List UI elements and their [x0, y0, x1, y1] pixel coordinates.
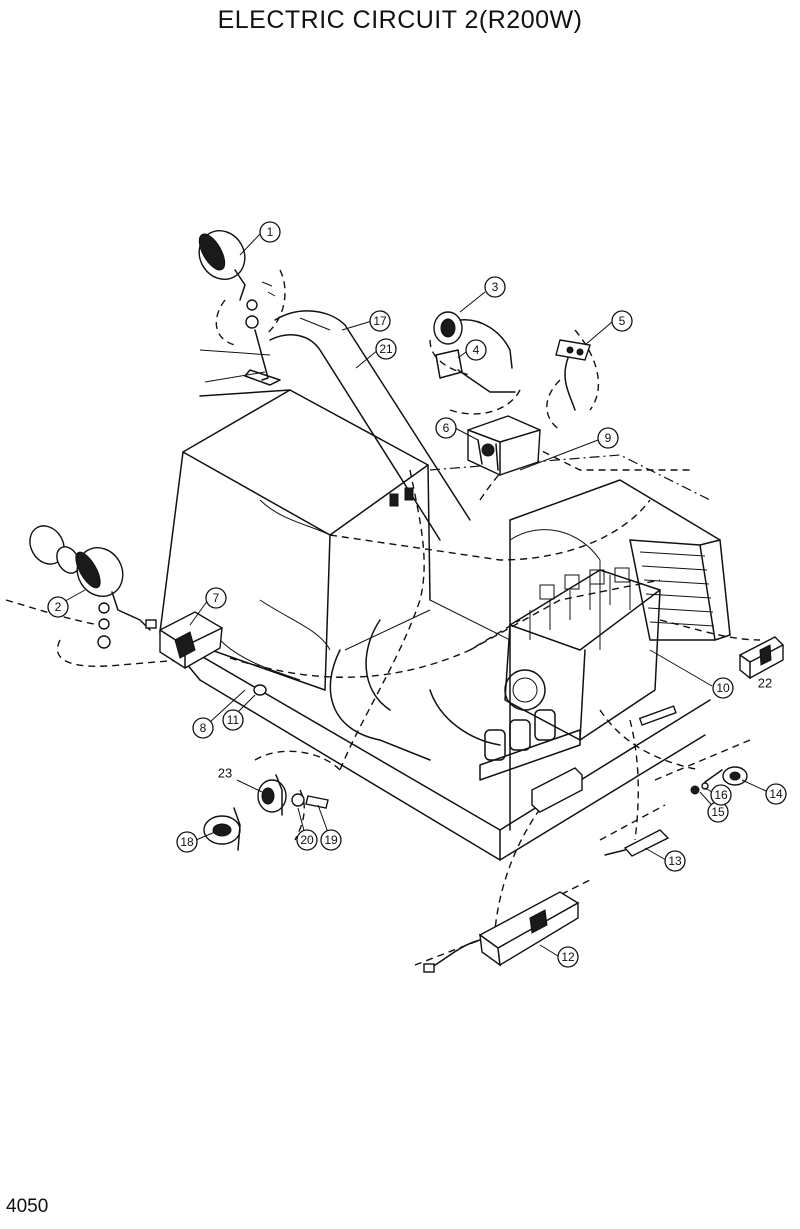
lamp-11-component	[253, 684, 267, 696]
callout-circle	[765, 783, 787, 805]
callout-number: 9	[605, 431, 612, 445]
callout-number: 8	[200, 721, 207, 735]
callout-number: 5	[619, 314, 626, 328]
connector-plate-component	[555, 339, 591, 411]
callout-23: 23	[218, 766, 232, 781]
callout-3: 3	[484, 276, 506, 298]
callout-circle	[465, 339, 487, 361]
callout-11: 11	[222, 709, 244, 731]
callout-circle	[557, 946, 579, 968]
callout-circle	[712, 677, 734, 699]
callout-1: 1	[259, 221, 281, 243]
callout-14: 14	[765, 783, 787, 805]
head-lamp-component	[29, 525, 151, 649]
callout-number: 6	[443, 421, 450, 435]
callout-number: 11	[227, 713, 240, 727]
callout-number: 12	[561, 950, 575, 964]
components-drawing	[29, 230, 784, 973]
callout-number: 21	[379, 342, 393, 356]
callout-number: 23	[218, 766, 232, 781]
callout-12: 12	[557, 946, 579, 968]
callout-circle	[176, 831, 198, 853]
callout-number: 3	[492, 280, 499, 294]
callout-circle	[710, 784, 732, 806]
callout-circle	[296, 829, 318, 851]
callout-16: 16	[710, 784, 732, 806]
callout-circle	[192, 717, 214, 739]
callout-18: 18	[176, 831, 198, 853]
callout-number: 14	[769, 787, 783, 801]
switch-box-component	[145, 611, 223, 669]
callout-number: 22	[758, 676, 772, 691]
machine-body-drawing	[159, 310, 731, 861]
callout-circle	[222, 709, 244, 731]
callout-circle	[375, 338, 397, 360]
callout-number: 2	[55, 600, 62, 614]
callout-number: 19	[324, 833, 338, 847]
callout-number: 18	[180, 835, 194, 849]
callout-19: 19	[320, 829, 342, 851]
callout-circle	[484, 276, 506, 298]
callout-number: 17	[373, 314, 387, 328]
callout-2: 2	[47, 596, 69, 618]
callout-circle	[597, 427, 619, 449]
callout-number: 13	[668, 854, 682, 868]
cable-13-component	[604, 829, 670, 857]
callout-circle	[259, 221, 281, 243]
callout-circle	[205, 587, 227, 609]
callout-13: 13	[664, 850, 686, 872]
callout-number: 10	[716, 681, 730, 695]
callout-number: 16	[714, 788, 728, 802]
work-lamp-component	[198, 230, 281, 386]
callout-17: 17	[369, 310, 391, 332]
callout-circle	[435, 417, 457, 439]
callout-circle	[369, 310, 391, 332]
callout-10: 10	[712, 677, 734, 699]
callout-number: 20	[300, 833, 314, 847]
controller-box-component	[423, 891, 580, 973]
callout-21: 21	[375, 338, 397, 360]
callout-number: 15	[711, 805, 725, 819]
callout-number: 4	[473, 343, 480, 357]
callout-9: 9	[597, 427, 619, 449]
relay-box-component	[467, 415, 541, 476]
horn-assembly-component	[203, 774, 329, 851]
callout-7: 7	[205, 587, 227, 609]
callout-circle	[664, 850, 686, 872]
callout-6: 6	[435, 417, 457, 439]
callout-number: 7	[213, 591, 220, 605]
callout-circle	[611, 310, 633, 332]
callout-4: 4	[465, 339, 487, 361]
page-title: ELECTRIC CIRCUIT 2(R200W)	[217, 6, 583, 34]
callout-circle	[320, 829, 342, 851]
callout-20: 20	[296, 829, 318, 851]
callout-5: 5	[611, 310, 633, 332]
engine-connector-component	[531, 767, 583, 813]
callout-15: 15	[707, 801, 729, 823]
callout-22: 22	[758, 676, 772, 691]
cab-horn-switch-component	[433, 311, 516, 393]
callout-number: 1	[267, 225, 274, 239]
callout-circle	[47, 596, 69, 618]
wiring-harness-drawing	[5, 269, 761, 966]
leader-lines	[57, 233, 767, 957]
fuse-box-component	[739, 636, 784, 679]
page-number: 4050	[6, 1196, 49, 1217]
engine-plug-component	[638, 705, 677, 726]
sensor-component	[690, 766, 748, 795]
callout-8: 8	[192, 717, 214, 739]
